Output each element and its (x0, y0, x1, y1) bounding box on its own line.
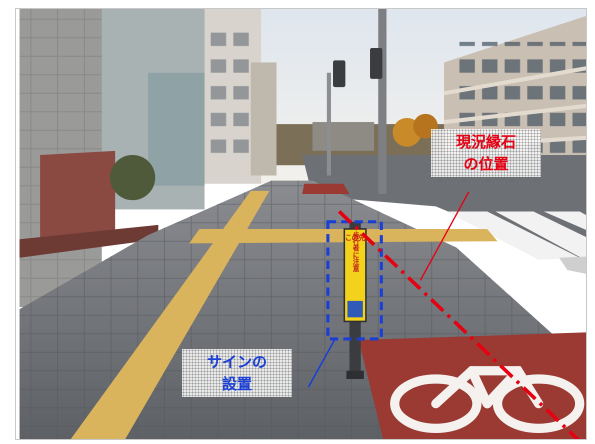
traffic-light (370, 48, 383, 79)
building-band (443, 66, 586, 96)
planter-shrub (110, 154, 156, 201)
tactile-paving-main (70, 190, 270, 439)
street-photo: この先 歩行者に注意 (15, 8, 587, 440)
existing-curb-line (337, 210, 580, 439)
roadway (302, 154, 586, 270)
sign-post-foot (346, 370, 364, 379)
sign-highlight-box (326, 220, 383, 341)
sign-bicycle-symbol-icon (347, 300, 363, 318)
sign-installation-label: サインの 設置 (182, 349, 292, 397)
distant-building (312, 122, 375, 151)
sign-installation-label-line-1: サインの (206, 353, 267, 371)
existing-curb-label-line-1: 現況縁石 (455, 133, 516, 151)
building-band (443, 103, 586, 125)
sign-leader-line (307, 338, 336, 388)
existing-curb-label-line-2: の位置 (463, 155, 509, 173)
planter-base (19, 224, 159, 258)
kerb-right (559, 256, 586, 274)
building-left-mid (250, 62, 277, 176)
brick-planter (40, 150, 116, 240)
traffic-light (333, 60, 346, 88)
signal-pole-far (326, 72, 331, 176)
existing-curb-label: 現況縁石 の位置 (431, 129, 541, 177)
tactile-paving-cross (189, 228, 498, 244)
bike-lane-far (302, 183, 350, 194)
sign-text: この先 歩行者に注意 (345, 230, 365, 272)
glass-storefront (148, 72, 205, 186)
building-left-far-windows (197, 21, 254, 166)
sign-text-line-2: 歩行者に注意 (351, 230, 360, 272)
sign-installation-label-line-2: 設置 (221, 375, 252, 393)
signal-pole (378, 9, 387, 194)
curb-leader-line (419, 191, 470, 281)
street-scene: この先 歩行者に注意 (19, 9, 586, 439)
sign-text-line-1: この先 (345, 233, 365, 242)
bike-lane-near (358, 332, 586, 439)
